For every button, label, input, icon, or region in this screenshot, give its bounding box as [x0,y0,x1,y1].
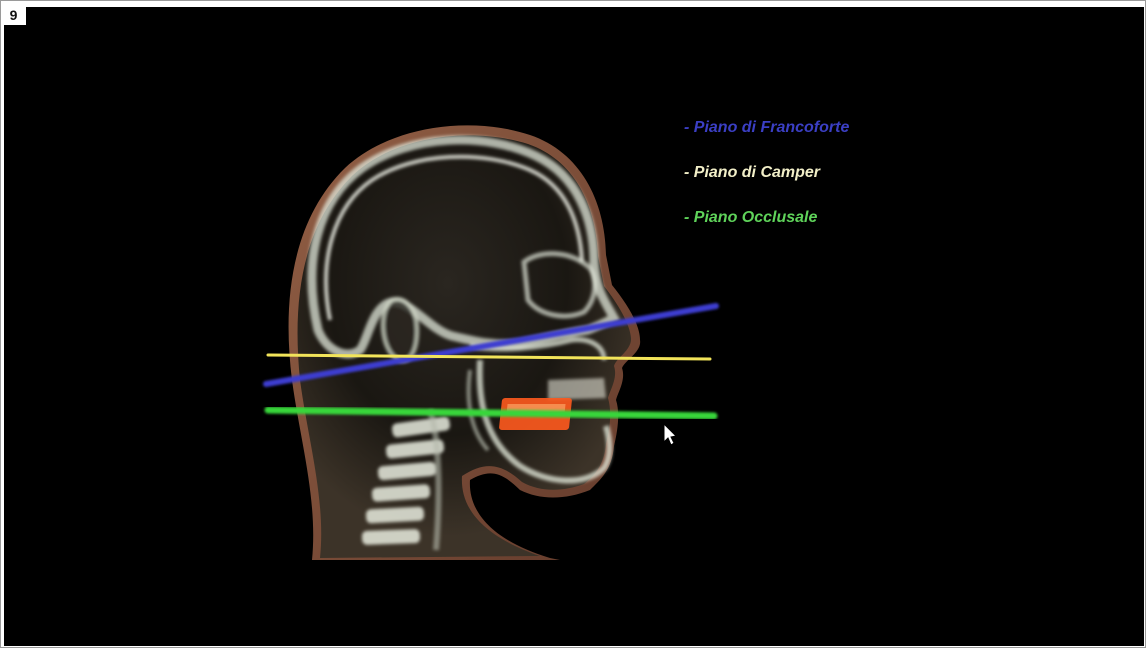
mouse-pointer-icon [664,424,676,445]
legend-item-occlusal: - Piano Occlusale [684,209,817,226]
legend-item-frankfort: - Piano di Francoforte [684,119,849,136]
legend-item-camper: - Piano di Camper [684,164,821,181]
figure-number: 9 [1,1,26,25]
planes-legend: - Piano di Francoforte - Piano di Camper… [684,119,849,226]
